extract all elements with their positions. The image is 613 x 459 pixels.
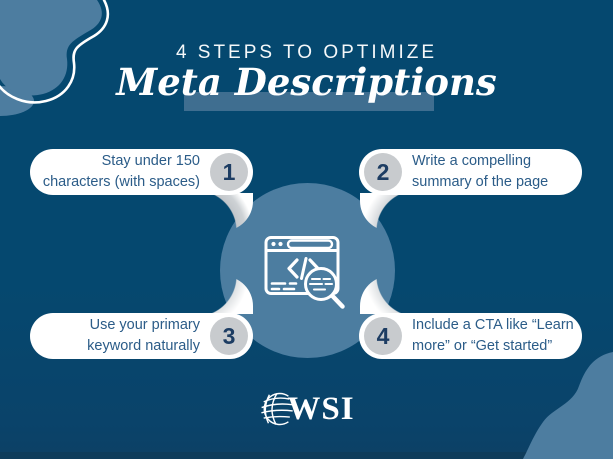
step-text: Include a CTA like “Learn more” or “Get … — [412, 317, 574, 354]
step-text: Stay under 150 characters (with spaces) — [42, 153, 200, 190]
page-subtitle-script: Meta Descriptions — [116, 60, 497, 104]
decor-blob-bottom-right-icon — [523, 352, 613, 459]
pill-tail — [360, 276, 417, 314]
step-number-badge: 1 — [210, 153, 248, 191]
globe-icon — [261, 392, 294, 426]
title-band — [184, 92, 434, 111]
bottom-strip — [0, 452, 613, 459]
step-text: Write a compelling summary of the page — [412, 153, 549, 190]
step-number-badge: 2 — [364, 153, 402, 191]
wsi-logo-text: WSI — [287, 390, 355, 427]
browser-code-search-icon — [264, 236, 345, 309]
step-pill-4: 4 Include a CTA like “Learn more” or “Ge… — [359, 313, 582, 359]
step-pill-2: 2 Write a compelling summary of the page — [359, 149, 582, 195]
page-title: 4 STEPS TO OPTIMIZE — [175, 42, 438, 63]
step-text: Use your primary keyword naturally — [87, 317, 200, 354]
step-number-badge: 4 — [364, 317, 402, 355]
decor-blob-top-left-icon — [0, 0, 110, 116]
step-pill-3: Use your primary keyword naturally 3 — [30, 313, 253, 359]
magnifier-text-lines — [308, 277, 334, 291]
step-pill-1: Stay under 150 characters (with spaces) … — [30, 149, 253, 195]
wsi-logo: WSI — [0, 390, 613, 428]
step-number-badge: 3 — [210, 317, 248, 355]
